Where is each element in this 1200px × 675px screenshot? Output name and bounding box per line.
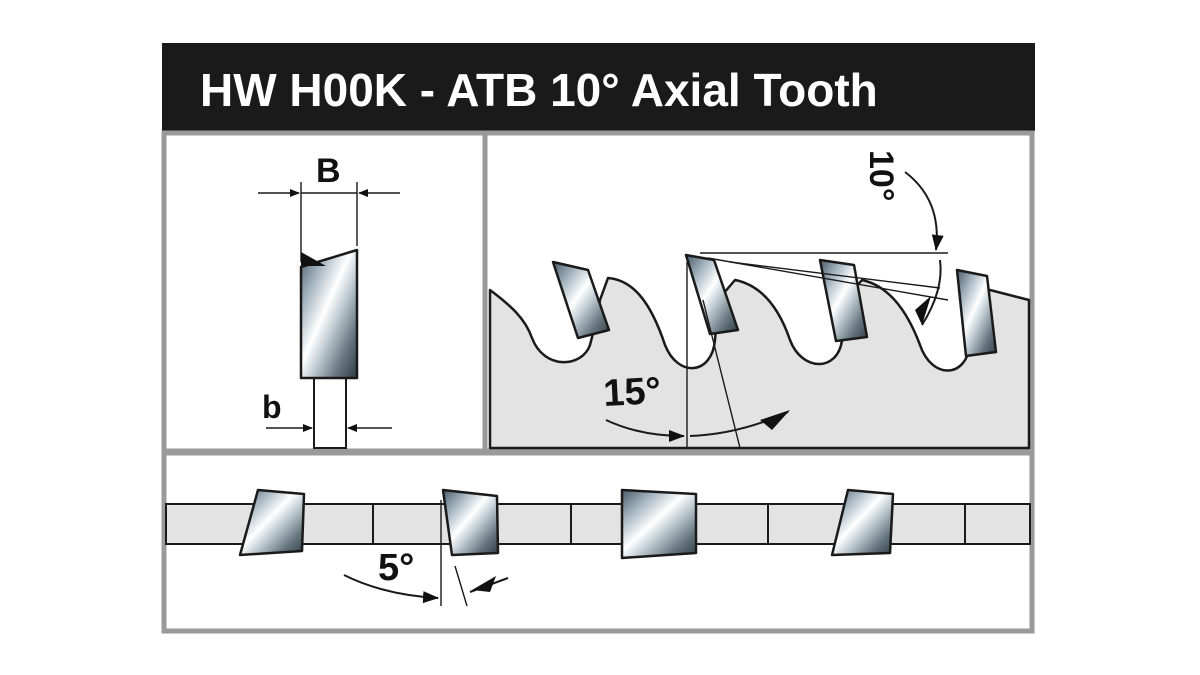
top-bevel-arc-lower (921, 259, 942, 326)
axial-tooth-1 (238, 488, 306, 557)
axial-angle-label: 5° (378, 547, 414, 589)
top-bevel-angle-label: 10° (862, 150, 900, 201)
hook-face-line (702, 299, 741, 449)
top-bevel-ref-line-2 (707, 257, 949, 301)
hook-arrowhead-right (760, 410, 790, 430)
top-bevel-arrow-lower (915, 296, 931, 325)
axial-tooth-3 (620, 488, 698, 560)
axial-face-line (454, 565, 468, 607)
title-bar (162, 43, 1035, 131)
tooth-profile-figure: B b (258, 152, 400, 449)
side-tooth-1 (551, 260, 611, 340)
blade-shank (313, 377, 347, 449)
top-bevel-ref-line-3 (729, 261, 941, 289)
top-view-figure: 5° (165, 488, 1031, 607)
bevel-marker (301, 252, 326, 266)
hook-angle-label: 15° (602, 370, 662, 415)
body-thickness-label: b (262, 389, 282, 425)
top-bevel-arc (904, 171, 944, 251)
axial-tooth-2 (441, 488, 500, 557)
axial-tooth-4 (830, 488, 895, 557)
side-view-figure: 10° 15° (488, 150, 1031, 450)
side-tooth-2 (684, 253, 740, 336)
hook-angle-arc (605, 419, 685, 442)
axial-arrowhead-right (472, 576, 496, 592)
side-tooth-4 (955, 268, 998, 358)
diagram-title: HW H00K - ATB 10° Axial Tooth (200, 64, 878, 116)
axial-angle-arc (343, 574, 439, 604)
kerf-width-label: B (316, 152, 341, 190)
carbide-tip (299, 248, 359, 380)
